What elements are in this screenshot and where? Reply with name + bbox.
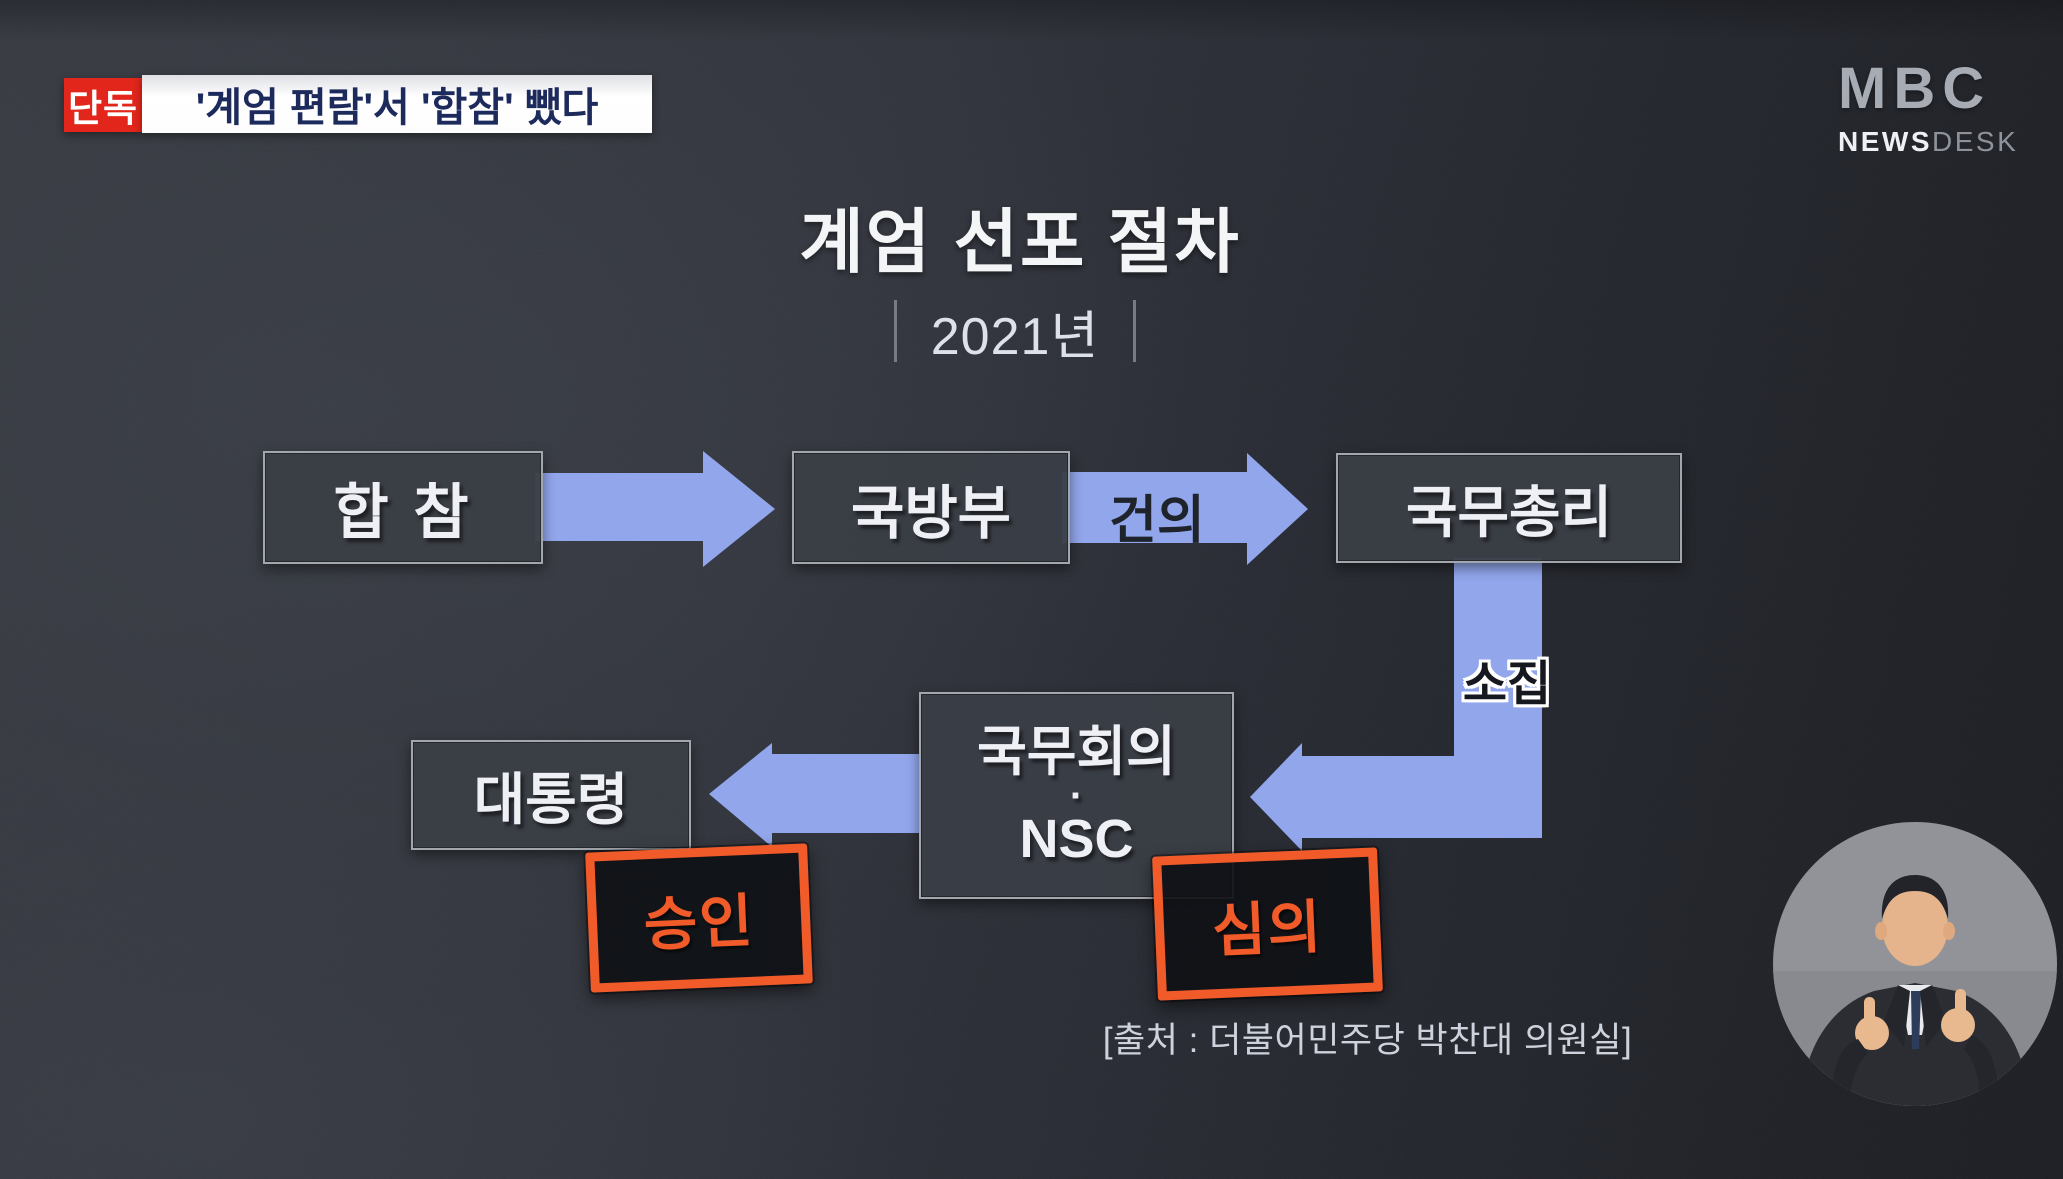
exclusive-badge: 단독 bbox=[64, 78, 142, 132]
year-subtitle: 2021년 bbox=[855, 300, 1175, 366]
sign-language-interpreter bbox=[1773, 822, 2057, 1106]
flow-node-prime-minister: 국무총리 bbox=[1336, 453, 1682, 563]
arrow-defense-to-pm bbox=[1062, 453, 1308, 565]
cabinet-line1: 국무회의 bbox=[977, 722, 1176, 783]
subtitle-right-bar bbox=[1133, 300, 1137, 362]
mbc-logo-text: MBC bbox=[1838, 56, 1992, 121]
newsdesk-desk-part: DESK bbox=[1932, 126, 2019, 157]
edge-label-recommendation: 건의 bbox=[1109, 492, 1205, 550]
flow-node-president: 대통령 bbox=[411, 740, 691, 850]
newsdesk-wordmark: NEWSDESK bbox=[1838, 126, 2018, 158]
subtitle-year: 2021년 bbox=[930, 307, 1100, 366]
arrow-jcs-to-defense bbox=[535, 451, 775, 567]
arrow-cabinet-to-president bbox=[709, 743, 919, 847]
subtitle-left-bar bbox=[893, 300, 897, 362]
mbc-logo: MBC NEWSDESK bbox=[1838, 60, 2018, 158]
stamp-approval: 승인 bbox=[585, 843, 813, 993]
headline-banner: '계엄 편람'서 '합참' 뺐다 bbox=[142, 75, 652, 133]
stamp-deliberation: 심의 bbox=[1152, 847, 1383, 1001]
edge-label-convene: 소집 bbox=[1462, 658, 1552, 711]
cabinet-separator-dot: · bbox=[1069, 773, 1084, 818]
page-title: 계엄 선포 절차 bbox=[799, 203, 1241, 281]
arrow-pm-to-cabinet-elbow bbox=[1250, 558, 1542, 851]
cabinet-line2: NSC bbox=[1019, 808, 1134, 869]
source-caption: [출처 : 더불어민주당 박찬대 의원실] bbox=[1102, 1021, 1633, 1060]
flow-node-jcs: 합 참 bbox=[263, 451, 543, 564]
flow-node-defense-ministry: 국방부 bbox=[792, 451, 1070, 564]
newsdesk-news-part: NEWS bbox=[1838, 126, 1932, 157]
